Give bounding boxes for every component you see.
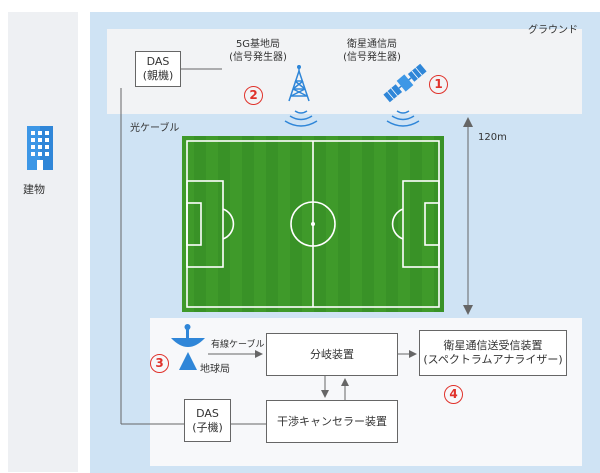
base-station-title: 5G基地局	[235, 39, 281, 50]
satellite-subtitle: (信号発生器)	[343, 52, 401, 63]
das-parent-box: DAS (親機)	[135, 51, 181, 87]
marker-1: 1	[429, 75, 448, 94]
receiver-title: 衛星通信送受信装置	[443, 339, 543, 352]
building-label: 建物	[23, 183, 45, 196]
ground-label: グラウンド	[528, 25, 578, 36]
das-parent-subtitle: (親機)	[142, 69, 174, 82]
das-child-subtitle: (子機)	[192, 420, 223, 434]
canceller-label: 干渉キャンセラー装置	[277, 414, 387, 428]
marker-4: 4	[444, 385, 463, 404]
das-parent-title: DAS	[146, 55, 170, 68]
dish-antenna-icon	[171, 324, 205, 370]
building-icon	[27, 126, 53, 170]
marker-3: 3	[150, 354, 169, 373]
splitter-box: 分岐装置	[266, 333, 398, 376]
signal-wave-icon	[386, 110, 420, 127]
signal-wave-icon	[284, 110, 318, 127]
earth-station-label: 地球局	[200, 364, 230, 375]
base-station-label: 5G基地局 (信号発生器)	[220, 38, 296, 64]
receiver-box: 衛星通信送受信装置 (スペクトラムアナライザー)	[419, 330, 567, 376]
satellite-label: 衛星通信局 (信号発生器)	[334, 38, 410, 64]
canceller-box: 干渉キャンセラー装置	[266, 400, 398, 443]
building-area	[8, 12, 78, 472]
receiver-subtitle: (スペクトラムアナライザー)	[423, 353, 563, 366]
signal-source-area	[107, 29, 582, 114]
distance-label: 120m	[478, 132, 507, 143]
marker-2: 2	[244, 86, 263, 105]
das-child-box: DAS (子機)	[184, 399, 231, 442]
wired-cable-label: 有線ケーブル	[211, 340, 265, 350]
antenna-tower-icon	[288, 65, 310, 102]
base-station-subtitle: (信号発生器)	[229, 52, 287, 63]
satellite-title: 衛星通信局	[347, 39, 397, 50]
soccer-field	[182, 136, 444, 312]
optical-cable-label: 光ケーブル	[130, 123, 180, 134]
splitter-label: 分岐装置	[310, 347, 354, 361]
das-child-title: DAS	[196, 406, 219, 420]
satellite-icon	[383, 63, 427, 103]
